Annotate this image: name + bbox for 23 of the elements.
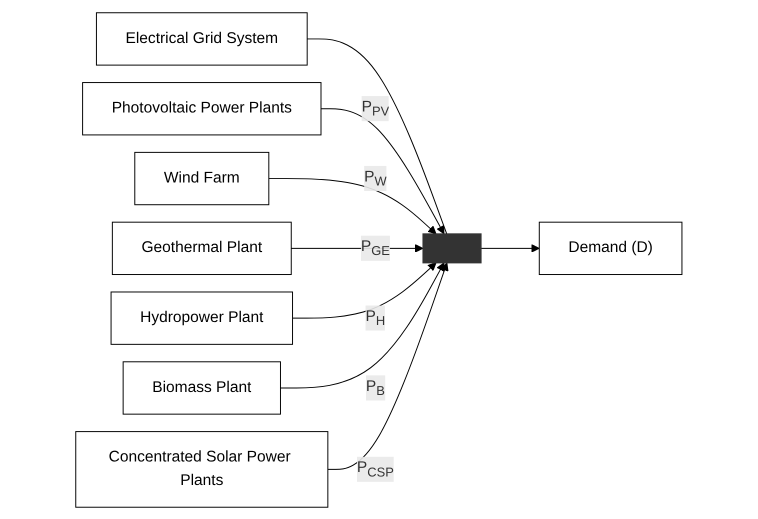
flowchart: P$_{PV}$ P$_{W}$ P$_{GE}$ P$_{H}$ P$_{B}$ P$_{CSP}$ Electrical Grid System Photovoltaic Power Plants Wind Farm Geothermal Plant Hydropower Plant Biomass Plant Concentrated Solar Power Plants Demand (D) <box>68 4 690 514</box>
node-box <box>122 360 282 414</box>
edge-label: P$_{H}$ <box>366 308 386 328</box>
node-box <box>110 291 294 344</box>
arrow <box>320 108 445 234</box>
node-box <box>75 430 328 508</box>
edge-label: P$_{GE}$ <box>361 238 390 258</box>
edge-label: P$_{CSP}$ <box>357 459 394 479</box>
arrow <box>480 244 540 252</box>
node-box <box>112 221 292 275</box>
arrow <box>268 178 437 234</box>
arrow <box>328 262 449 470</box>
arrow <box>292 262 437 318</box>
edge-label: P$_{B}$ <box>366 378 386 398</box>
node-box <box>134 151 270 205</box>
edge-label: P$_{W}$ <box>364 168 387 188</box>
edge-label: P$_{PV}$ <box>362 98 390 118</box>
node-box <box>82 82 322 135</box>
node-box <box>538 221 683 275</box>
connector <box>306 38 448 234</box>
arrow <box>280 262 445 388</box>
node-bar <box>422 232 482 263</box>
node-box <box>96 12 308 66</box>
